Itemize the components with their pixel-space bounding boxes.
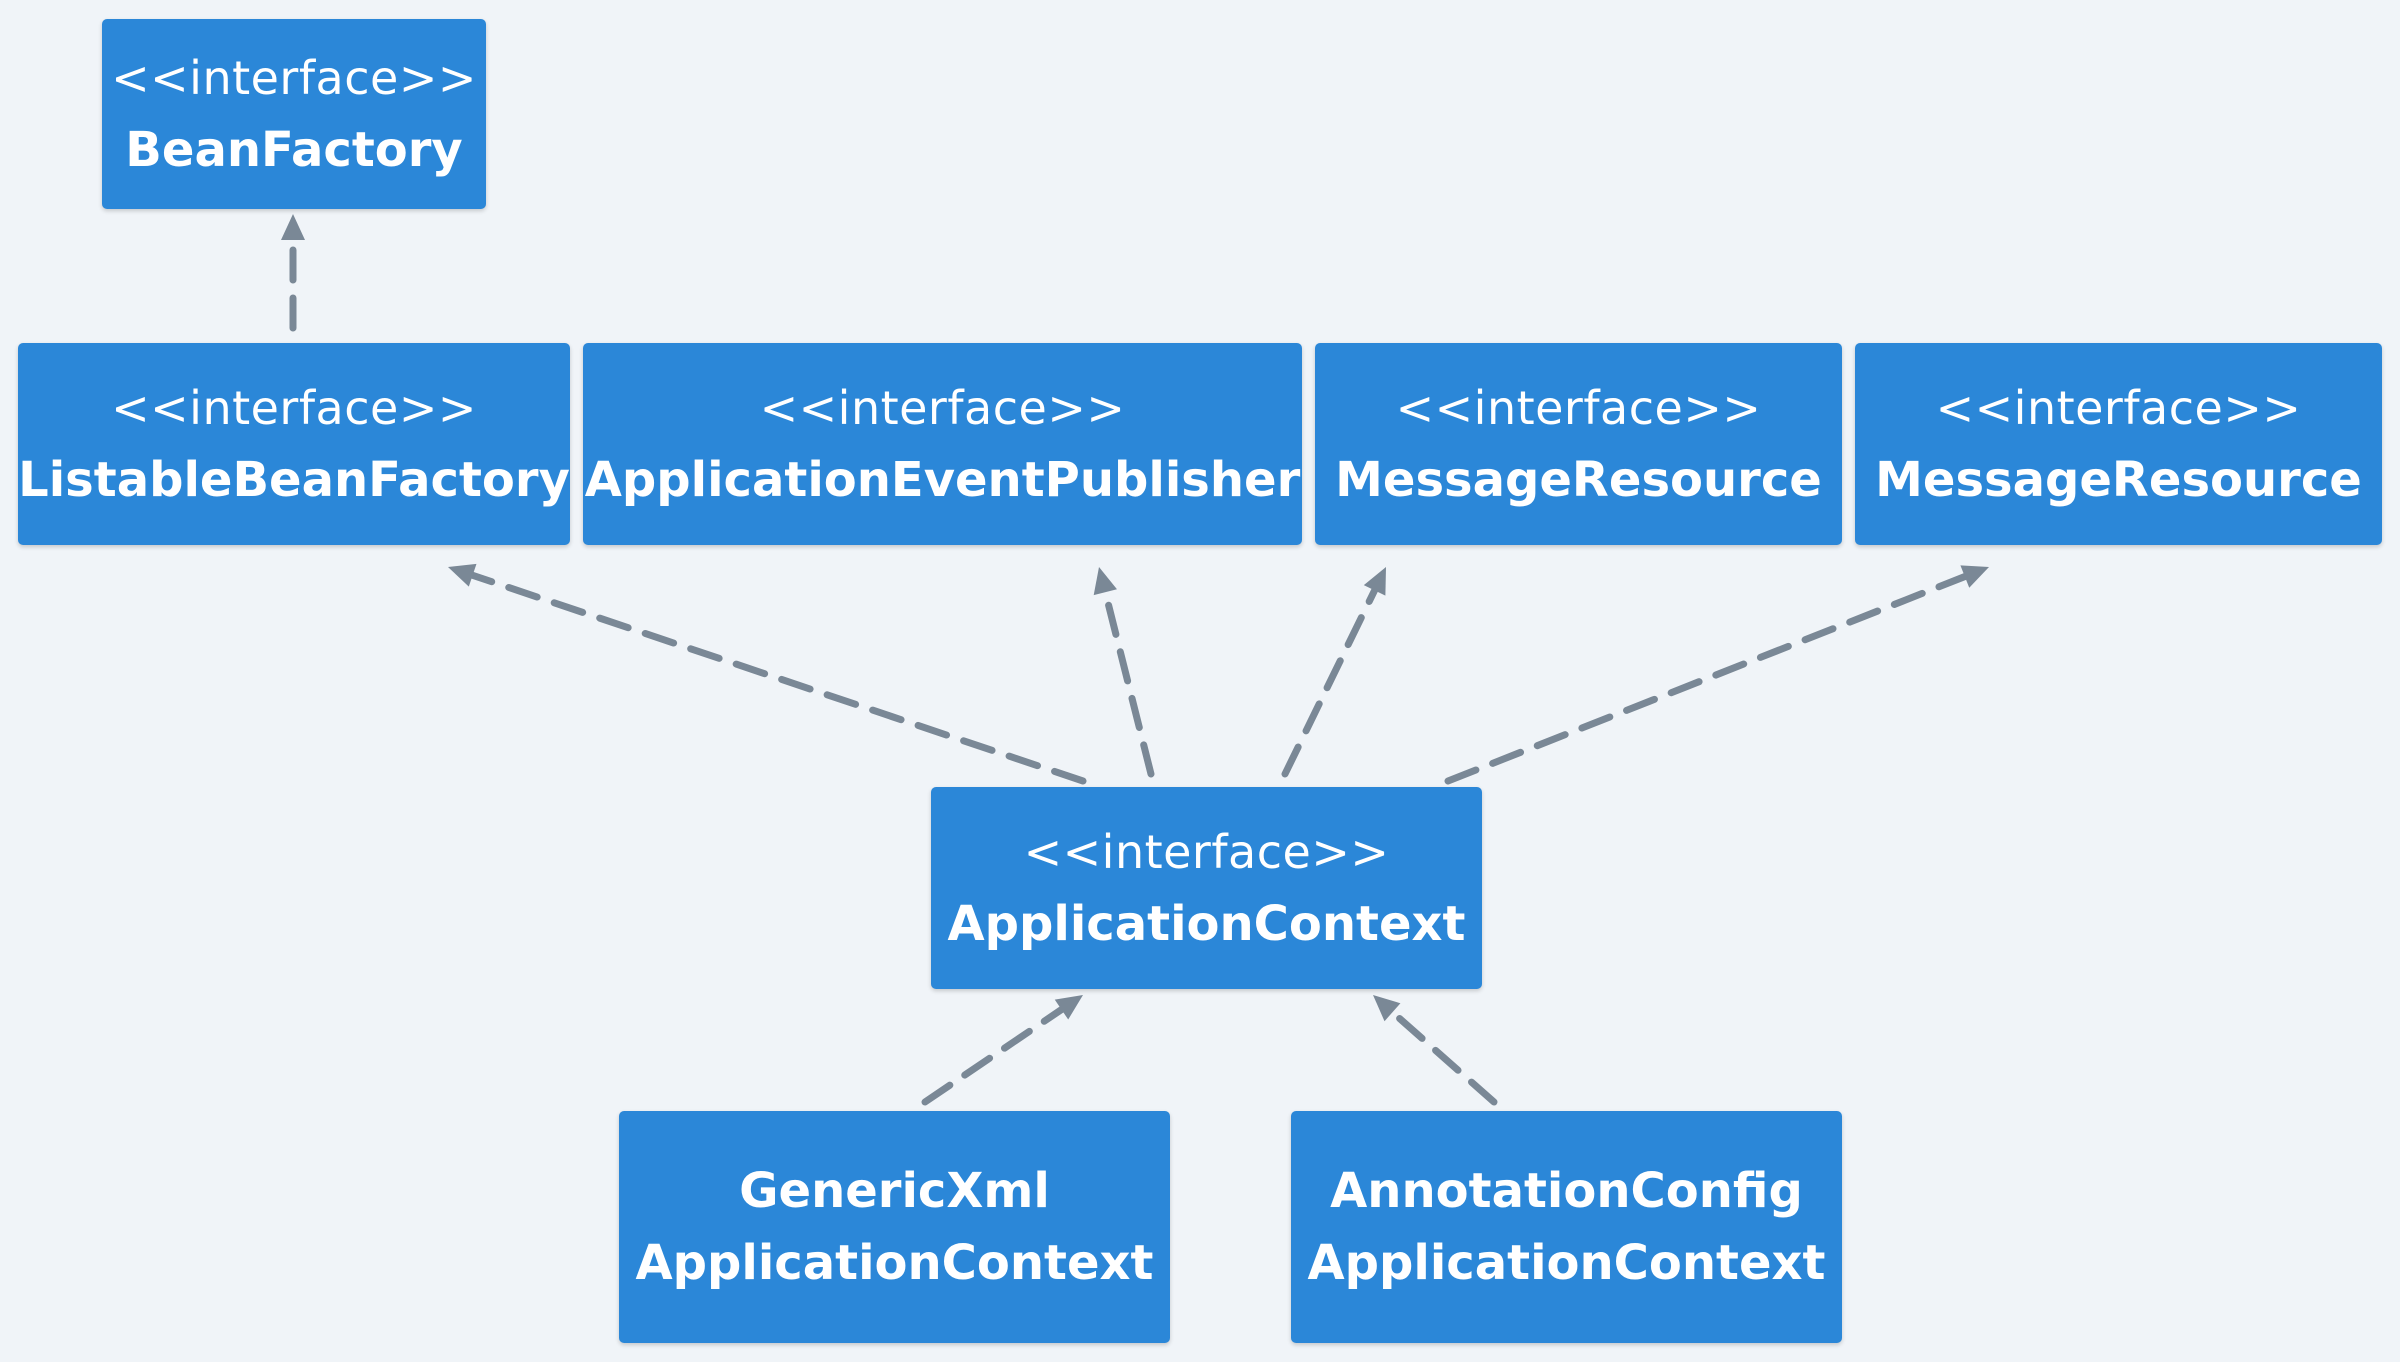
edge-appctx-to-msgres1	[1281, 567, 1386, 778]
stereotype-label: <<interface>>	[759, 381, 1126, 435]
edge-dashed-line	[469, 571, 1087, 785]
node-applicationeventpublisher[interactable]: <<interface>> ApplicationEventPublisher	[583, 343, 1302, 545]
edge-appctx-to-msgres2	[1444, 565, 1989, 785]
edge-appctx-to-eventpub	[1093, 567, 1155, 778]
node-annotationconfigapplicationcontext[interactable]: AnnotationConfig ApplicationContext	[1291, 1111, 1842, 1343]
interface-name: MessageResource	[1335, 452, 1822, 508]
class-name-line-1: AnnotationConfig	[1330, 1163, 1803, 1219]
edge-arrowhead	[281, 214, 305, 240]
class-name-line-2: ApplicationContext	[1307, 1235, 1826, 1291]
interface-name: ListableBeanFactory	[18, 452, 570, 508]
edge-dashed-line	[1281, 586, 1379, 778]
edge-dashed-line	[1444, 573, 1969, 785]
edge-arrowhead	[1960, 565, 1989, 588]
node-genericxmlapplicationcontext[interactable]: GenericXml ApplicationContext	[619, 1111, 1170, 1343]
node-messageresource-1[interactable]: <<interface>> MessageResource	[1315, 343, 1842, 545]
stereotype-label: <<interface>>	[111, 381, 477, 435]
interface-name: BeanFactory	[125, 122, 463, 178]
class-name-line-1: GenericXml	[739, 1163, 1050, 1219]
edge-annotation-to-appctx	[1373, 995, 1498, 1106]
class-name-line-2: ApplicationContext	[635, 1235, 1154, 1291]
stereotype-label: <<interface>>	[1023, 825, 1390, 879]
edge-appctx-to-listable	[448, 563, 1087, 785]
stereotype-label: <<interface>>	[1395, 381, 1762, 435]
node-applicationcontext[interactable]: <<interface>> ApplicationContext	[931, 787, 1482, 989]
interface-name: ApplicationEventPublisher	[584, 452, 1301, 508]
stereotype-label: <<interface>>	[1935, 381, 2302, 435]
edge-arrowhead	[1363, 567, 1386, 596]
edge-arrowhead	[1093, 567, 1117, 596]
edge-arrowhead	[448, 563, 477, 587]
edge-genericxml-to-appctx	[921, 995, 1083, 1106]
node-messageresource-2[interactable]: <<interface>> MessageResource	[1855, 343, 2382, 545]
edge-dashed-line	[1101, 588, 1155, 778]
edge-listable-to-beanfactory	[281, 214, 305, 332]
edge-arrowhead	[1373, 995, 1401, 1022]
edge-arrowhead	[1054, 995, 1083, 1020]
edge-dashed-line	[1388, 1008, 1498, 1106]
node-listablebeanfactory[interactable]: <<interface>> ListableBeanFactory	[18, 343, 570, 545]
interface-name: ApplicationContext	[947, 896, 1466, 952]
edge-dashed-line	[921, 1006, 1065, 1106]
stereotype-label: <<interface>>	[111, 51, 477, 105]
node-beanfactory[interactable]: <<interface>> BeanFactory	[102, 19, 486, 209]
interface-name: MessageResource	[1875, 452, 2362, 508]
